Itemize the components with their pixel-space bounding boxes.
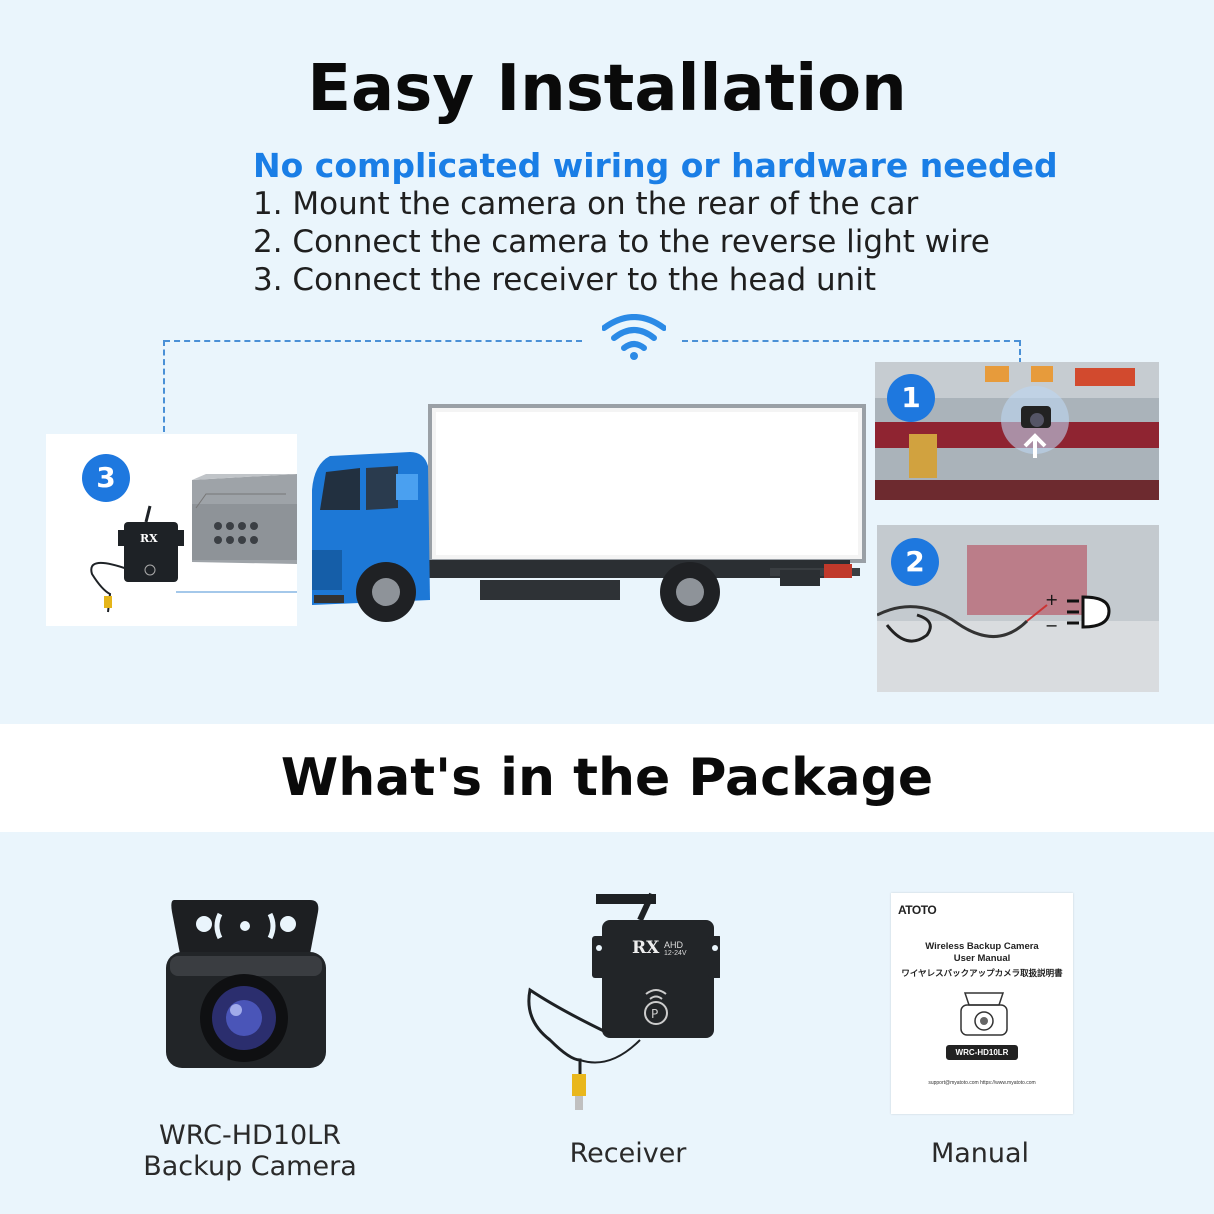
backup-camera-image: [166, 900, 326, 1068]
caption-backup-camera-name: Backup Camera: [143, 1151, 357, 1182]
manual-title-line1: Wireless Backup Camera: [925, 941, 1039, 952]
manual-camera-sketch: [960, 992, 1008, 1036]
manual-model-badge: WRC-HD10LR: [946, 1045, 1018, 1060]
rear-bumper-illustration: [875, 362, 1159, 500]
receiver-image: P RX AHD 12-24V: [520, 890, 720, 1120]
connector-line-right: [682, 340, 1020, 342]
subtitle: No complicated wiring or hardware needed: [253, 146, 1058, 185]
step-badge-3: 3: [82, 454, 130, 502]
step-photo-camera-mount: 1: [875, 362, 1159, 500]
wifi-icon: [602, 314, 666, 360]
connector-line-down-left: [163, 340, 165, 432]
svg-text:+: +: [1045, 590, 1058, 609]
connector-line-down-right: [1019, 340, 1021, 364]
caption-receiver: Receiver: [569, 1138, 687, 1169]
step-badge-2: 2: [891, 538, 939, 586]
manual-brand: ATOTO: [898, 903, 937, 917]
step-2: 2. Connect the camera to the reverse lig…: [253, 224, 990, 260]
receiver-voltage: 12-24V: [664, 950, 687, 957]
caption-manual: Manual: [930, 1138, 1030, 1169]
svg-text:P: P: [651, 1007, 658, 1021]
step-3: 3. Connect the receiver to the head unit: [253, 262, 877, 298]
connector-line-left: [164, 340, 582, 342]
manual-title-line2: User Manual: [953, 953, 1011, 964]
package-header-band: [0, 724, 1214, 832]
manual-title-jp: ワイヤレスバックアップカメラ取扱説明書: [901, 968, 1063, 978]
truck-illustration: [312, 404, 866, 622]
manual-support-line: support@myatoto.com https://www.myatoto.…: [928, 1080, 1036, 1086]
head-unit-illustration: [90, 474, 297, 613]
caption-backup-camera: WRC-HD10LR Backup Camera: [130, 1120, 370, 1182]
receiver-headunit-panel: RX 3: [46, 434, 297, 626]
step-1: 1. Mount the camera on the rear of the c…: [253, 186, 919, 222]
receiver-brand: RX: [632, 938, 660, 958]
manual-booklet-image: ATOTO Wireless Backup Camera User Manual…: [891, 893, 1073, 1114]
step-photo-reverse-wire: + − 2: [877, 525, 1159, 692]
receiver-box-shape: P: [527, 892, 720, 1110]
package-title: What's in the Package: [280, 748, 934, 808]
step-badge-1: 1: [887, 374, 935, 422]
receiver-label: RX: [140, 532, 158, 545]
svg-text:−: −: [1045, 616, 1058, 635]
caption-backup-camera-model: WRC-HD10LR: [159, 1120, 341, 1151]
page-title: Easy Installation: [307, 52, 907, 126]
receiver-ahd: AHD: [664, 940, 684, 950]
